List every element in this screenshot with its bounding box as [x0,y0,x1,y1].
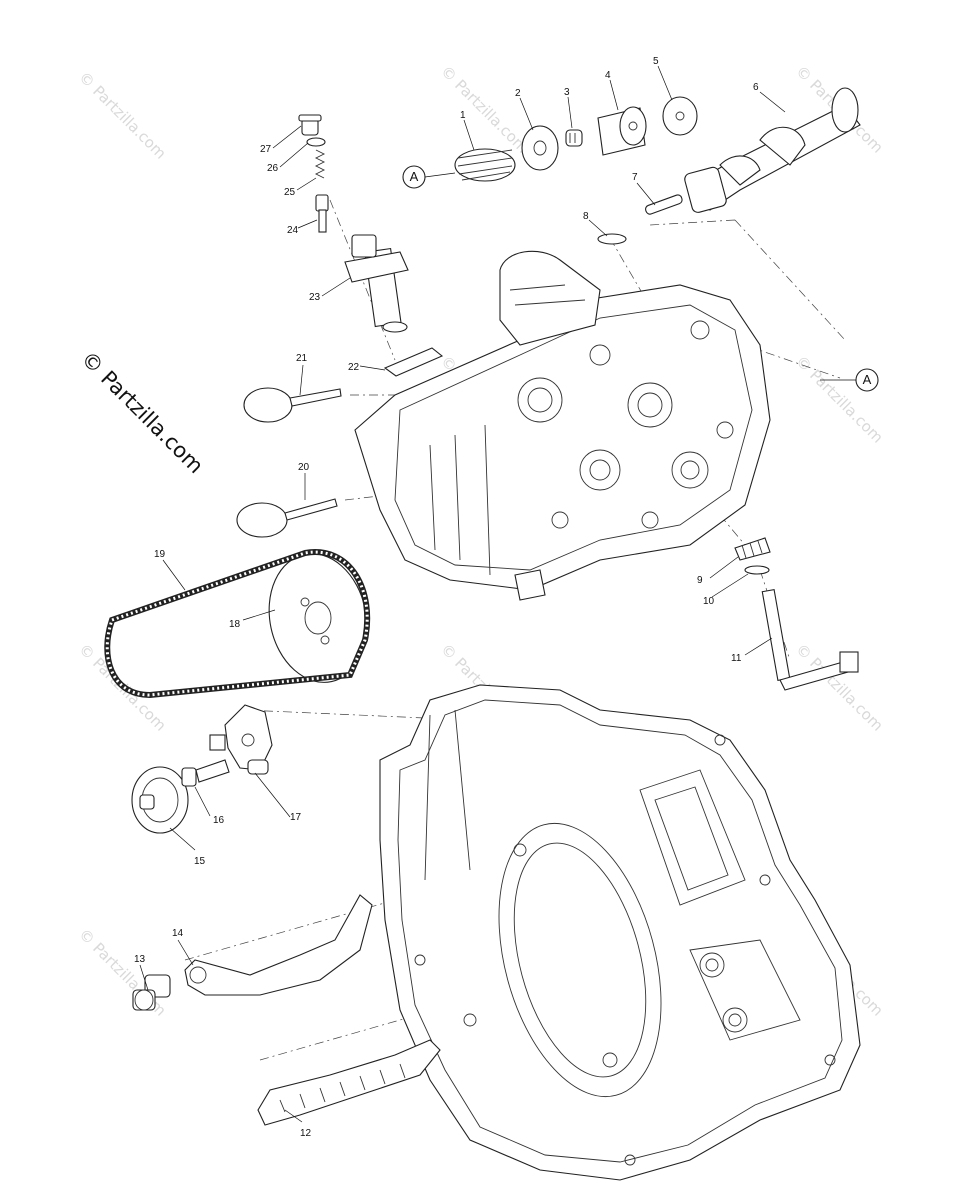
callout-21: 21 [296,353,308,364]
brand-watermark: © Partzilla.com [76,347,208,479]
part-5-shim [662,96,698,136]
callout-7: 7 [632,172,638,183]
part-3-valve-keeper [565,129,583,147]
callout-22: 22 [348,362,360,373]
watermark-tile: © Partzilla.com [75,68,170,163]
callout-12: 12 [300,1128,312,1139]
callout-27: 27 [260,144,272,155]
part-10-washer [744,565,770,575]
part-20-valve [236,498,338,538]
part-17-tensioner-arm [209,704,273,775]
callout-6: 6 [753,82,759,93]
part-14-tensioner-guide [184,894,373,996]
callout-23: 23 [309,292,321,303]
callout-13: 13 [134,954,146,965]
part-2-spring-retainer [521,125,559,171]
callout-17: 17 [290,812,302,823]
part-23-chain-tensioner [344,234,409,333]
part-21-valve [243,387,342,423]
callout-4: 4 [605,70,611,81]
part-7-dowel-pin [645,194,683,215]
watermark-tile: © Partzilla.com [75,925,170,1020]
part-11-decompression-shaft [761,589,859,691]
reference-mark-a-right-label: A [863,372,872,387]
callout-3: 3 [564,87,570,98]
callout-14: 14 [172,928,184,939]
watermark-tile: © Partzilla.com [437,62,532,157]
part-6-camshaft [684,87,861,213]
part-13-pivot-bolt [132,974,171,1011]
callout-9: 9 [697,575,703,586]
part-1-valve-spring [454,148,516,182]
callout-15: 15 [194,856,206,867]
callout-leaders [139,65,786,1123]
callout-1: 1 [460,110,466,121]
callout-5: 5 [653,56,659,67]
callout-19: 19 [154,549,166,560]
cylinder-head [354,250,771,601]
part-8-o-ring [597,233,627,245]
part-26-sealing-washer [306,137,326,147]
reference-mark-a-top: A [402,165,456,189]
part-16-bolt [181,759,230,787]
callout-11: 11 [731,653,742,664]
callout-10: 10 [703,596,715,607]
part-12-chain-guide [257,1039,441,1126]
part-24-bolt [315,194,329,233]
reference-mark-a-right: A [820,368,879,392]
callout-20: 20 [298,462,310,473]
part-4-tappet [597,106,647,156]
callout-8: 8 [583,211,589,222]
callout-25: 25 [284,187,296,198]
callout-labels: 1 2 3 4 5 6 7 8 9 10 11 12 13 14 15 16 1… [134,56,759,1139]
callout-18: 18 [229,619,241,630]
crankcase [379,684,861,1181]
callout-24: 24 [287,225,299,236]
callout-2: 2 [515,88,521,99]
part-25-spring [314,149,326,179]
part-18-cam-sprocket [268,553,368,683]
part-19-cam-chain [104,549,371,699]
part-27-cap-bolt [298,114,322,136]
part-9-torsion-spring [734,537,771,561]
callout-16: 16 [213,815,225,826]
part-22-gasket [383,347,444,377]
reference-mark-a-top-label: A [410,169,419,184]
part-15-cam-sprocket-hub [131,766,189,834]
callout-26: 26 [267,163,279,174]
